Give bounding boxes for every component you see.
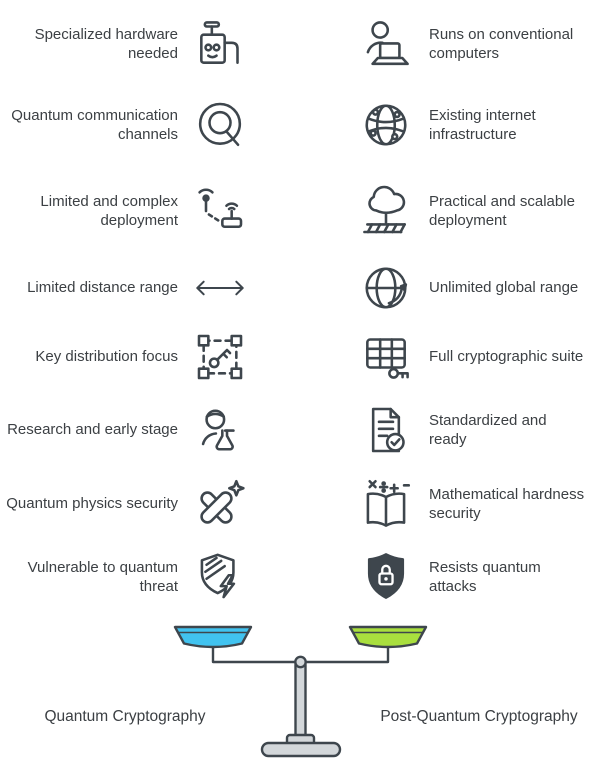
list-item: Quantum physics security — [0, 468, 301, 540]
item-label: Quantum physics security — [6, 495, 178, 513]
item-label: Full cryptographic suite — [429, 348, 584, 366]
list-item: Runs on conventional computers — [301, 6, 603, 82]
document-check-icon — [357, 401, 415, 459]
item-label: Research and early stage — [7, 421, 178, 439]
list-item: Unlimited global range — [301, 254, 603, 322]
shield-lock-icon — [357, 548, 415, 606]
table-key-icon — [357, 328, 415, 386]
item-label: Key distribution focus — [35, 348, 178, 366]
person-laptop-icon — [357, 15, 415, 73]
item-label: Vulnerable to quantum threat — [27, 558, 178, 596]
list-item: Key distribution focus — [0, 322, 301, 392]
list-item: Practical and scalable deployment — [301, 168, 603, 254]
list-item: Quantum communication channels — [0, 82, 301, 168]
globe-arrow-icon — [357, 259, 415, 317]
item-label: Existing internet infrastructure — [429, 106, 536, 144]
scale-base — [260, 741, 342, 758]
left-scale-pan — [173, 625, 253, 649]
crossed-capsules-sparkle-icon — [191, 475, 249, 533]
list-item: Specialized hardware needed — [0, 6, 301, 82]
item-label: Unlimited global range — [429, 279, 579, 297]
list-item: Full cryptographic suite — [301, 322, 603, 392]
tree-ground-icon — [357, 182, 415, 240]
list-item: Existing internet infrastructure — [301, 82, 603, 168]
item-label: Quantum communication channels — [11, 106, 178, 144]
right-scale-pan — [348, 625, 428, 649]
network-globe-icon — [357, 96, 415, 154]
item-label: Specialized hardware needed — [34, 25, 178, 63]
list-item: Limited distance range — [0, 254, 301, 322]
researcher-flask-icon — [191, 401, 249, 459]
key-distribution-icon — [191, 328, 249, 386]
scale-pivot — [294, 655, 307, 669]
item-label: Limited distance range — [27, 279, 178, 297]
quantum-q-icon — [191, 96, 249, 154]
item-label: Mathematical hardness security — [429, 485, 585, 523]
list-item: Standardized and ready — [301, 392, 603, 468]
item-label: Standardized and ready — [429, 411, 547, 449]
scale-pole — [294, 660, 307, 746]
balance-scale: Quantum Cryptography Post-Quantum Crypto… — [0, 612, 603, 765]
double-arrow-icon — [191, 259, 249, 317]
right-scale-label: Post-Quantum Cryptography — [380, 708, 578, 725]
list-item: Research and early stage — [0, 392, 301, 468]
antenna-network-icon — [191, 182, 249, 240]
hardware-device-icon — [191, 15, 249, 73]
math-book-icon — [357, 475, 415, 533]
list-item: Mathematical hardness security — [301, 468, 603, 540]
item-label: Practical and scalable deployment — [429, 192, 575, 230]
list-item: Limited and complex deployment — [0, 168, 301, 254]
item-label: Resists quantum attacks — [429, 558, 541, 596]
item-label: Limited and complex deployment — [40, 192, 178, 230]
left-scale-label: Quantum Cryptography — [44, 708, 206, 725]
item-label: Runs on conventional computers — [429, 25, 574, 63]
list-item: Resists quantum attacks — [301, 540, 603, 614]
balance-scale-graphic — [173, 625, 428, 758]
comparison-grid: Specialized hardware needed Runs on conv… — [0, 6, 603, 614]
list-item: Vulnerable to quantum threat — [0, 540, 301, 614]
shield-lightning-icon — [191, 548, 249, 606]
